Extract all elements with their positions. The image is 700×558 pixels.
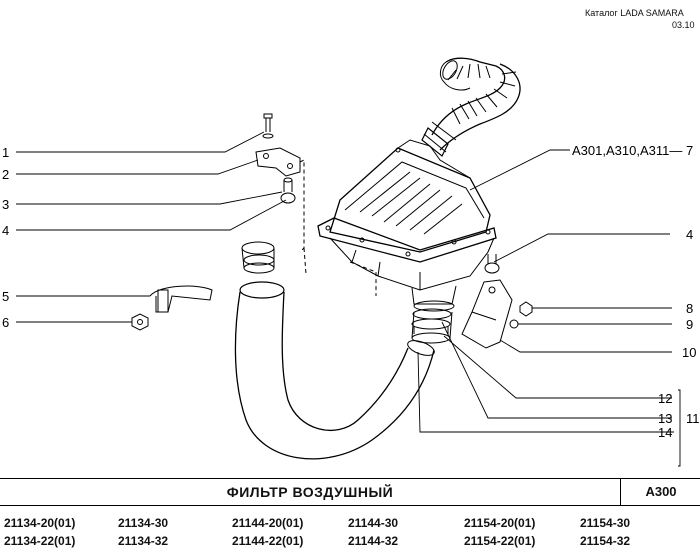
leader-lines xyxy=(16,131,681,467)
title-divider xyxy=(620,479,621,505)
model-r2-c2: 21134-32 xyxy=(118,534,169,548)
model-r2-c1: 21134-22(01) xyxy=(4,534,76,548)
callout-3: 3 xyxy=(2,197,9,212)
assembly-code: A300 xyxy=(645,484,677,499)
nut-6 xyxy=(131,313,149,331)
model-r1-c4: 21144-30 xyxy=(348,516,399,530)
u-shaped-hose xyxy=(234,241,435,460)
callout-12: 12 xyxy=(658,391,672,406)
rubber-support-4-right xyxy=(484,254,500,274)
air-filter-housing xyxy=(317,139,497,312)
title-bar: ФИЛЬТР ВОЗДУШНЫЙ A300 xyxy=(0,478,700,506)
callout-2: 2 xyxy=(2,167,9,182)
callout-6: 6 xyxy=(2,315,9,330)
callout-4-left: 4 xyxy=(2,223,9,238)
callout-labels: 1 2 3 4 5 6 A301,A310,A311— 7 4 8 9 10 1… xyxy=(2,143,700,440)
callout-7: A301,A310,A311— 7 xyxy=(572,143,693,158)
callout-1: 1 xyxy=(2,145,9,160)
callout-5: 5 xyxy=(2,289,9,304)
bolt-1 xyxy=(262,113,274,139)
catalog-date: 03.10 xyxy=(672,20,695,30)
washer-9 xyxy=(509,319,519,329)
model-r2-c6: 21154-32 xyxy=(580,534,631,548)
callout-10: 10 xyxy=(682,345,696,360)
intake-hose xyxy=(421,57,521,157)
model-r2-c3: 21144-22(01) xyxy=(232,534,304,548)
model-r1-c6: 21154-30 xyxy=(580,516,631,530)
callout-13: 13 xyxy=(658,411,672,426)
rubber-support-3 xyxy=(280,177,296,204)
nut-8 xyxy=(519,301,533,317)
model-r2-c5: 21154-22(01) xyxy=(464,534,536,548)
assembly-title: ФИЛЬТР ВОЗДУШНЫЙ xyxy=(226,484,394,500)
callout-11: 11 xyxy=(686,411,700,426)
bracket-10 xyxy=(461,279,513,349)
callout-9: 9 xyxy=(686,317,693,332)
catalog-label: Каталог LADA SAMARA xyxy=(585,8,684,18)
callout-8: 8 xyxy=(686,301,693,316)
parts-diagram: 1 2 3 4 5 6 A301,A310,A311— 7 4 8 9 10 1… xyxy=(2,57,700,467)
model-r1-c1: 21134-20(01) xyxy=(4,516,76,530)
model-r1-c2: 21134-30 xyxy=(118,516,169,530)
model-r1-c5: 21154-20(01) xyxy=(464,516,536,530)
model-r1-c3: 21144-20(01) xyxy=(232,516,304,530)
callout-14: 14 xyxy=(658,425,672,440)
bracket-2 xyxy=(255,147,301,177)
clip-5 xyxy=(149,285,213,313)
callout-4-right: 4 xyxy=(686,227,693,242)
model-r2-c4: 21144-32 xyxy=(348,534,399,548)
